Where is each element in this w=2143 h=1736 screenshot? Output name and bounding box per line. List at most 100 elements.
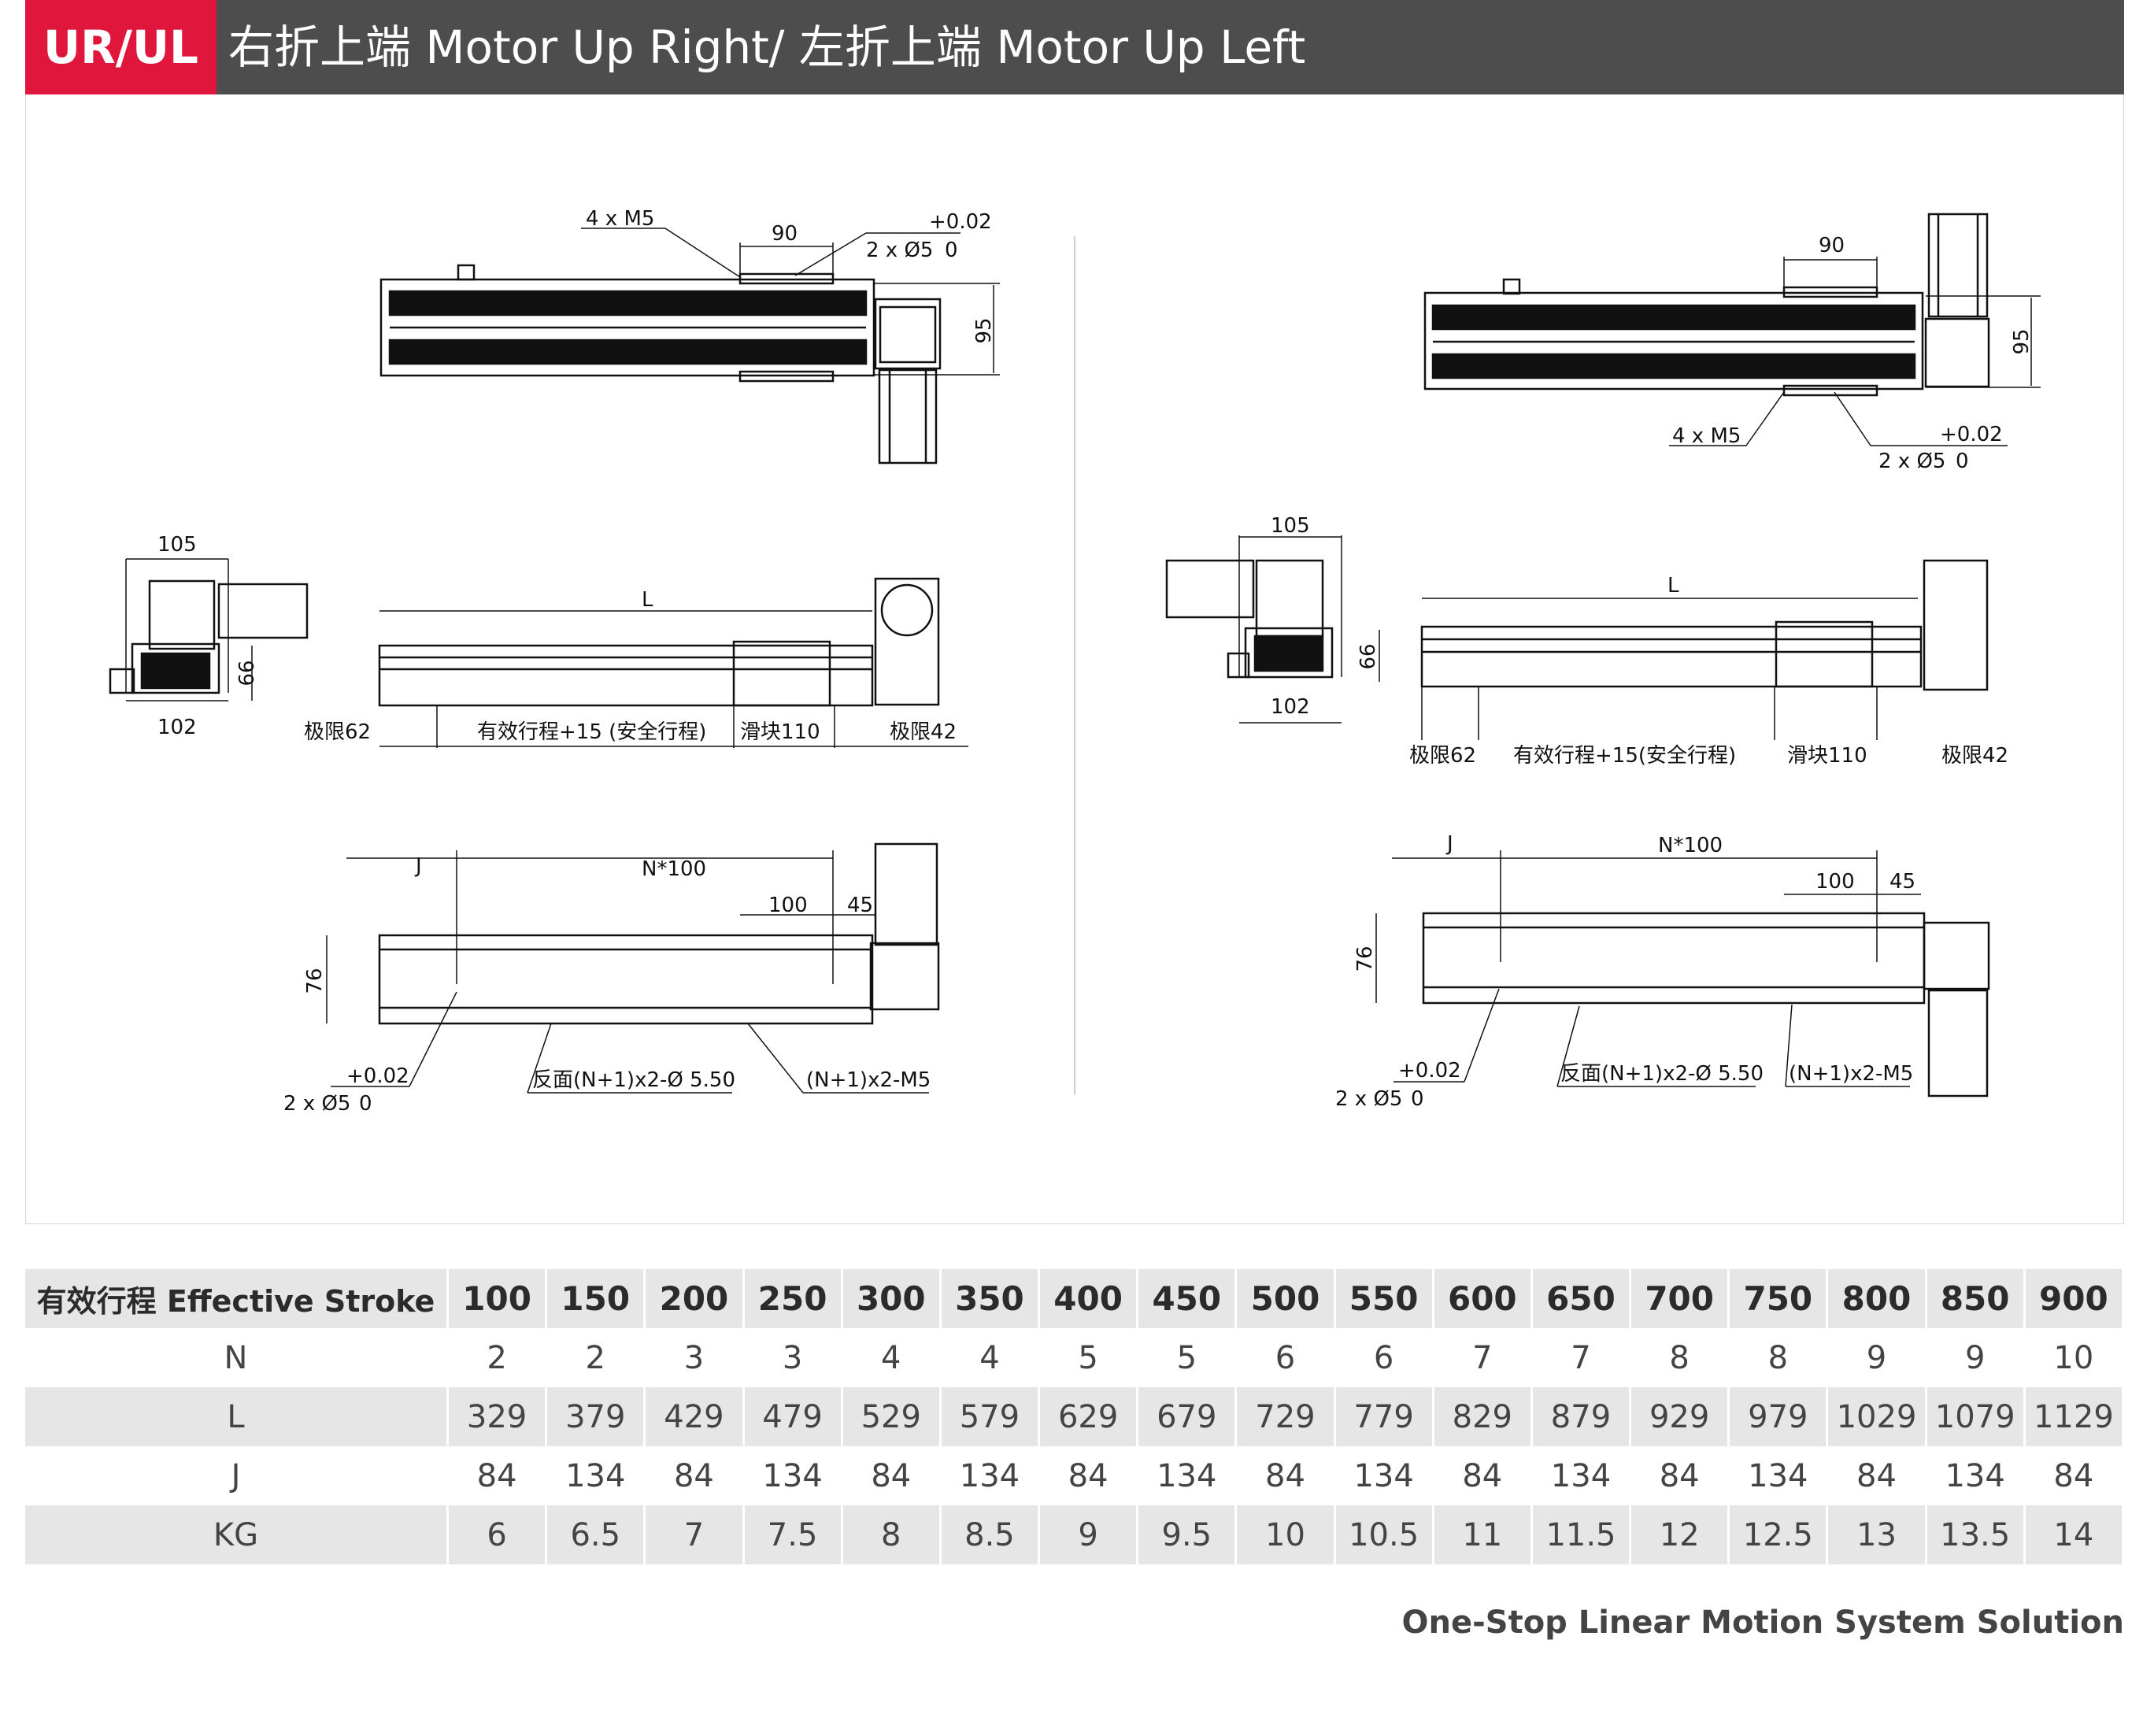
ur-side-length: L [642, 588, 653, 612]
table-cell: 979 [1728, 1387, 1829, 1446]
page-header: UR/UL 右折上端 Motor Up Right/ 左折上端 Motor Up… [25, 0, 2124, 94]
table-cell: 13.5 [1926, 1505, 2026, 1564]
table-header-cell: 600 [1433, 1269, 1533, 1328]
table-cell: 8 [842, 1505, 942, 1564]
ur-top-view: 4 x M5 90 +0.02 2 x Ø5 0 95 [379, 207, 1000, 465]
table-header-cell: 100 [447, 1269, 548, 1328]
ul-bottom-m5-holes: (N+1)x2-M5 [1789, 1062, 1913, 1086]
table-cell: 6 [1334, 1328, 1434, 1387]
ur-side-limit-left: 极限62 [304, 720, 371, 744]
page-title: 右折上端 Motor Up Right/ 左折上端 Motor Up Left [228, 20, 1306, 74]
ul-bottom-100: 100 [1815, 870, 1855, 894]
ur-top-pin-holes: 2 x Ø5 [866, 239, 933, 262]
table-cell: 134 [1334, 1446, 1434, 1505]
ul-end-width-bottom: 102 [1271, 695, 1310, 719]
ul-bottom-tol-upper: +0.02 [1398, 1059, 1461, 1083]
table-cell: 629 [1038, 1387, 1139, 1446]
table-cell: 3 [644, 1328, 745, 1387]
table-cell: 729 [1235, 1387, 1336, 1446]
table-cell: 6.5 [546, 1505, 646, 1564]
table-cell: 9 [1827, 1328, 1927, 1387]
table-header-cell: 300 [842, 1269, 942, 1328]
table-cell: 134 [1926, 1446, 2026, 1505]
ur-end-height: 66 [235, 660, 259, 686]
table-cell: 2 [546, 1328, 646, 1387]
ul-top-tol-lower: 0 [1956, 450, 1969, 473]
ur-end-view: 105 66 102 [109, 533, 309, 739]
ul-bottom-view: J N*100 100 45 76 +0.02 2 x Ø5 0 反面(N+1)… [1335, 832, 1990, 1111]
ur-side-stroke: 有效行程+15 (安全行程) [477, 720, 706, 744]
table-cell: 779 [1334, 1387, 1434, 1446]
ur-end-width-bottom: 102 [157, 716, 197, 739]
table-cell: 11.5 [1531, 1505, 1632, 1564]
table-cell: 8 [1630, 1328, 1730, 1387]
ul-top-view: 4 x M5 90 +0.02 2 x Ø5 0 95 [1423, 213, 2041, 473]
ur-top-tol-lower: 0 [945, 239, 958, 262]
table-cell: 479 [743, 1387, 843, 1446]
table-cell: 529 [842, 1387, 942, 1446]
table-cell: 4 [842, 1328, 942, 1387]
ul-bottom-pin-holes: 2 x Ø5 [1335, 1087, 1402, 1111]
ul-side-limit-right: 极限42 [1941, 744, 2008, 768]
ul-end-view: 105 66 102 [1165, 514, 1380, 724]
table-cell: 8 [1728, 1328, 1829, 1387]
table-header-cell: 150 [546, 1269, 646, 1328]
table-cell: 84 [644, 1446, 745, 1505]
table-header-cell: 400 [1038, 1269, 1139, 1328]
ur-top-pitch-label: 90 [772, 222, 798, 246]
ur-bottom-back-holes: 反面(N+1)x2-Ø 5.50 [532, 1068, 735, 1092]
table-header-cell: 850 [1926, 1269, 2026, 1328]
table-cell: 5 [1038, 1328, 1139, 1387]
ur-end-width-top: 105 [157, 533, 197, 557]
technical-drawings: 4 x M5 90 +0.02 2 x Ø5 0 95 105 66 102 [109, 207, 2041, 1116]
table-cell: 429 [644, 1387, 745, 1446]
table-cell: 579 [940, 1387, 1041, 1446]
table-cell: 2 [447, 1328, 548, 1387]
drawing-frame [25, 94, 2124, 1224]
table-row-label: L [25, 1387, 449, 1446]
ur-side-limit-right: 极限42 [890, 720, 957, 744]
ul-side-limit-left: 极限62 [1409, 744, 1476, 768]
table-row-label: KG [25, 1505, 449, 1564]
ul-bottom-j: J [1445, 832, 1453, 856]
table-cell: 134 [1728, 1446, 1829, 1505]
table-header-cell: 750 [1728, 1269, 1829, 1328]
table-header-cell: 550 [1334, 1269, 1434, 1328]
ul-top-holes-label: 4 x M5 [1672, 424, 1741, 448]
table-cell: 84 [1038, 1446, 1139, 1505]
ul-bottom-tol-lower: 0 [1411, 1087, 1424, 1111]
ul-side-stroke: 有效行程+15(安全行程) [1513, 744, 1736, 768]
table-row-label: N [25, 1328, 449, 1387]
model-badge: UR/UL [25, 0, 217, 94]
table-cell: 7 [1433, 1328, 1533, 1387]
ul-top-pin-holes: 2 x Ø5 [1878, 450, 1945, 473]
table-header-cell: 450 [1137, 1269, 1238, 1328]
table-cell: 7 [644, 1505, 745, 1564]
ul-bottom-45: 45 [1889, 870, 1915, 894]
table-cell: 7 [1531, 1328, 1632, 1387]
table-cell: 9 [1926, 1328, 2026, 1387]
table-header-cell: 650 [1531, 1269, 1632, 1328]
ur-bottom-pin-holes: 2 x Ø5 [283, 1092, 350, 1116]
table-cell: 10 [2024, 1328, 2125, 1387]
table-cell: 12 [1630, 1505, 1730, 1564]
table-cell: 379 [546, 1387, 646, 1446]
table-cell: 1079 [1926, 1387, 2026, 1446]
ur-bottom-45: 45 [847, 894, 873, 917]
ur-bottom-100: 100 [768, 894, 808, 917]
table-header-label: 有效行程 Effective Stroke [25, 1269, 449, 1328]
table-cell: 11 [1433, 1505, 1533, 1564]
table-cell: 10 [1235, 1505, 1336, 1564]
table-cell: 84 [447, 1446, 548, 1505]
table-cell: 1129 [2024, 1387, 2125, 1446]
table-cell: 6 [1235, 1328, 1336, 1387]
ul-end-width-top: 105 [1271, 514, 1310, 538]
table-header-cell: 200 [644, 1269, 745, 1328]
ul-end-height: 66 [1356, 643, 1380, 669]
table-cell: 5 [1137, 1328, 1238, 1387]
